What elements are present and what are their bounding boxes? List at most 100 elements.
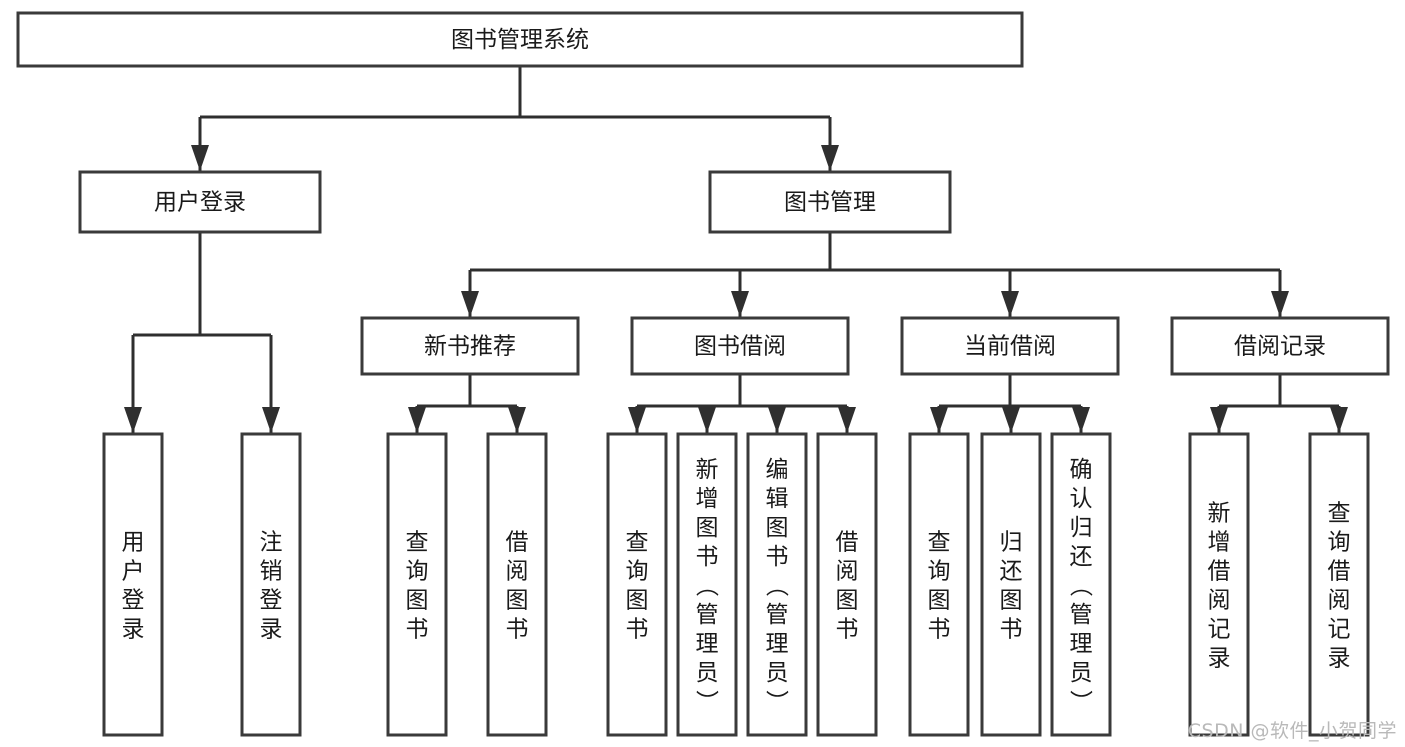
arrow-head-icon: [1001, 291, 1019, 317]
node-label-char: 员: [1070, 660, 1093, 686]
node-label-char: 借: [506, 530, 529, 556]
node-label-book-borrow: 图书借阅: [694, 334, 786, 360]
node-root[interactable]: 图书管理系统: [16, 11, 1024, 68]
node-label-char: 图: [836, 588, 859, 614]
node-box-user-login[interactable]: [78, 170, 322, 234]
node-label-char: 查: [928, 530, 951, 556]
node-label-root: 图书管理系统: [451, 27, 589, 53]
arrow-head-icon: [731, 291, 749, 317]
node-label-char: （: [1067, 574, 1093, 597]
node-box-leaf-return-book[interactable]: [980, 432, 1042, 737]
arrow-head-icon: [1002, 407, 1020, 433]
node-box-leaf-borrow-book-1[interactable]: [486, 432, 548, 737]
node-label-char: 图: [506, 588, 529, 614]
node-label-char: 新: [1208, 501, 1231, 527]
node-label-char: 书: [928, 617, 951, 643]
node-box-book-borrow[interactable]: [630, 316, 850, 376]
node-label-char: 录: [260, 617, 283, 643]
node-label-char: 书: [626, 617, 649, 643]
node-label-book-manage: 图书管理: [784, 190, 876, 216]
node-label-char: 阅: [506, 559, 529, 585]
node-label-char: 图: [626, 588, 649, 614]
node-label-char: 注: [260, 530, 283, 556]
node-box-leaf-logout[interactable]: [240, 432, 302, 737]
node-box-leaf-add-book[interactable]: [676, 432, 738, 737]
arrow-head-icon: [1210, 407, 1228, 433]
node-label-char: ）: [693, 690, 719, 713]
node-label-char: 员: [766, 660, 789, 686]
node-label-char: 销: [260, 559, 283, 585]
node-box-leaf-query-record[interactable]: [1308, 432, 1370, 737]
node-box-leaf-user-login[interactable]: [102, 432, 164, 737]
node-box-leaf-query-book-1[interactable]: [386, 432, 448, 737]
arrow-head-icon: [628, 407, 646, 433]
node-box-leaf-query-book-2[interactable]: [606, 432, 668, 737]
node-label-char: 归: [1070, 515, 1093, 541]
node-label-char: 图: [928, 588, 951, 614]
node-label-char: 登: [260, 588, 283, 614]
node-label-char: 录: [122, 617, 145, 643]
node-borrow-record[interactable]: 借阅记录: [1170, 316, 1390, 376]
node-label-char: 图: [406, 588, 429, 614]
node-label-user-login: 用户登录: [154, 190, 246, 216]
node-new-book-rec[interactable]: 新书推荐: [360, 316, 580, 376]
node-label-char: 记: [1328, 617, 1351, 643]
node-box-borrow-record[interactable]: [1170, 316, 1390, 376]
node-label-char: 书: [1000, 617, 1023, 643]
node-box-leaf-add-record[interactable]: [1188, 432, 1250, 737]
node-box-leaf-confirm-return[interactable]: [1050, 432, 1112, 737]
node-box-current-borrow[interactable]: [900, 316, 1120, 376]
node-label-char: 理: [696, 631, 719, 657]
node-label-char: 询: [406, 559, 429, 585]
connectors-layer: [124, 66, 1348, 433]
node-label-char: 借: [836, 530, 859, 556]
node-label-char: 管: [766, 602, 789, 628]
node-box-leaf-query-book-3[interactable]: [908, 432, 970, 737]
node-label-borrow-record: 借阅记录: [1234, 334, 1326, 360]
node-leaf-user-login[interactable]: 用户登录: [102, 432, 164, 737]
node-user-login[interactable]: 用户登录: [78, 170, 322, 234]
arrow-head-icon: [838, 407, 856, 433]
nodes-layer: 图书管理系统用户登录图书管理新书推荐图书借阅当前借阅借阅记录用户登录注销登录查询…: [16, 11, 1390, 737]
node-label-char: 归: [1000, 530, 1023, 556]
node-box-leaf-edit-book[interactable]: [746, 432, 808, 737]
node-label-char: 询: [928, 559, 951, 585]
node-box-leaf-borrow-book-2[interactable]: [816, 432, 878, 737]
node-label-char: 确: [1070, 457, 1093, 483]
node-label-char: 录: [1208, 646, 1231, 672]
node-book-borrow[interactable]: 图书借阅: [630, 316, 850, 376]
node-box-book-manage[interactable]: [708, 170, 952, 234]
arrow-head-icon: [821, 145, 839, 171]
node-current-borrow[interactable]: 当前借阅: [900, 316, 1120, 376]
node-label-new-book-rec: 新书推荐: [424, 334, 516, 360]
node-book-manage[interactable]: 图书管理: [708, 170, 952, 234]
node-label-char: 管: [696, 602, 719, 628]
arrow-head-icon: [1271, 291, 1289, 317]
node-label-current-borrow: 当前借阅: [964, 334, 1056, 360]
node-label-char: ）: [763, 690, 789, 713]
node-label-char: 查: [626, 530, 649, 556]
node-label-char: 书: [406, 617, 429, 643]
node-label-char: 图: [1000, 588, 1023, 614]
node-box-root[interactable]: [16, 11, 1024, 68]
node-label-char: 书: [766, 544, 789, 570]
node-label-char: 用: [122, 530, 145, 556]
arrow-head-icon: [1072, 407, 1090, 433]
node-box-new-book-rec[interactable]: [360, 316, 580, 376]
node-label-char: 图: [696, 515, 719, 541]
node-label-char: （: [763, 574, 789, 597]
node-label-char: 书: [506, 617, 529, 643]
